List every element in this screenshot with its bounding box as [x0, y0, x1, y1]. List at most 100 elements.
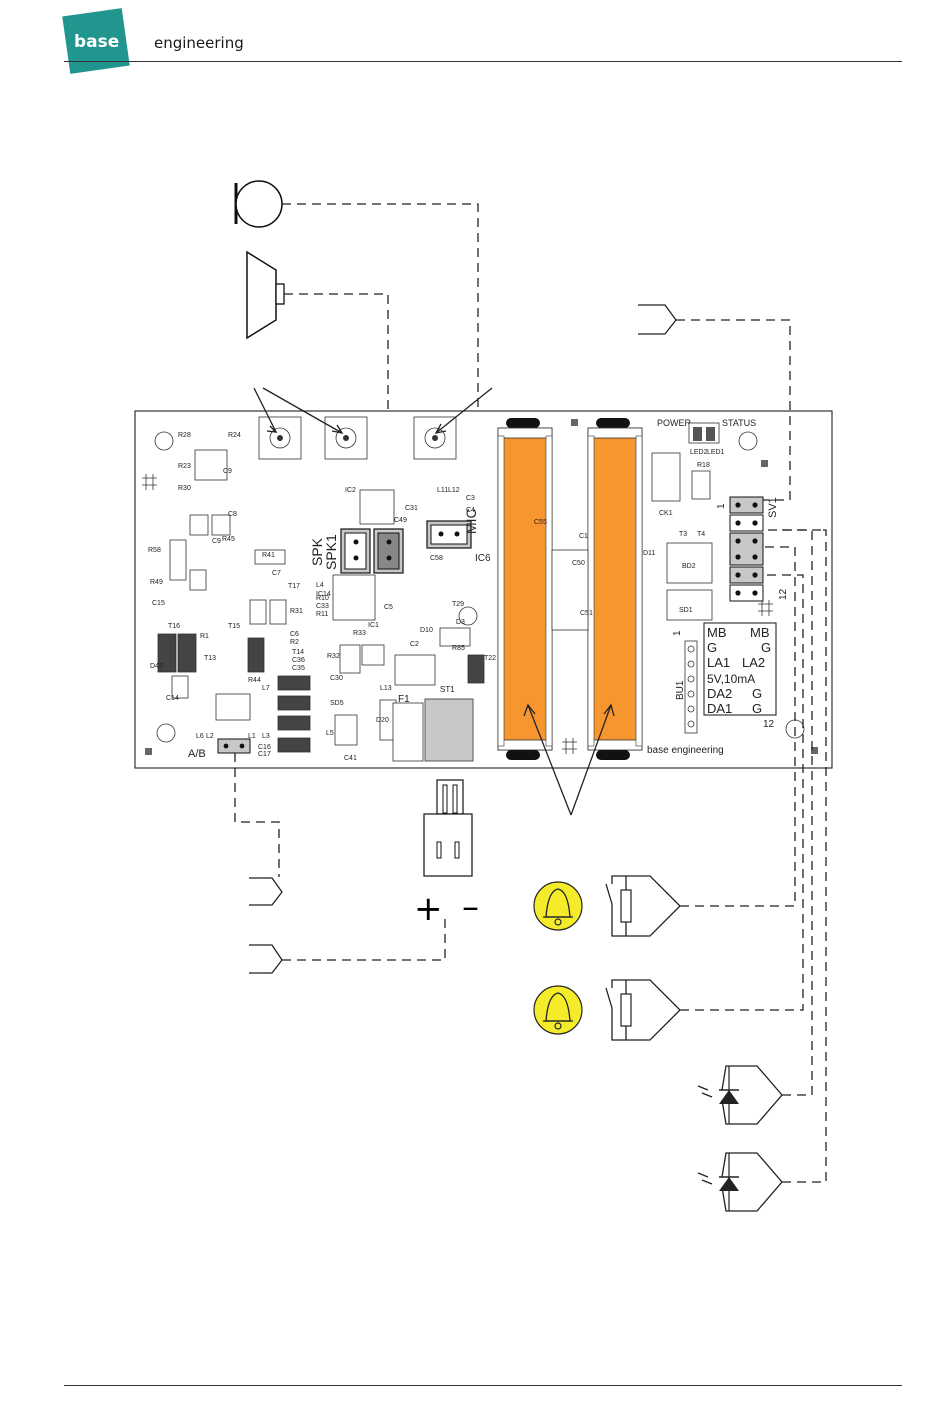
component-label: IC2 — [345, 487, 356, 494]
mounting-hole — [156, 723, 176, 743]
component-label: R85 — [452, 645, 465, 652]
fiducial-mark — [571, 419, 578, 426]
component-label: C9 — [212, 538, 221, 545]
led-2-wire — [782, 529, 827, 1183]
ab-jumper — [217, 738, 251, 754]
header-rule — [64, 61, 902, 62]
component-label: L11 — [437, 487, 448, 494]
component-label: T16 — [168, 623, 180, 630]
terminal-table-text: MB MB G G LA1 LA2 5V,10mA DA2 G DA1 G — [707, 625, 771, 716]
ic6-chip — [551, 549, 589, 631]
svg-text:MB: MB — [707, 625, 727, 640]
component-label: L4 — [316, 582, 324, 589]
component-label: C2 — [410, 641, 419, 648]
component-label: T4 — [697, 531, 705, 538]
component-label: R44 — [248, 677, 261, 684]
component-label: R2 — [290, 639, 299, 646]
push-button-1 — [258, 416, 302, 460]
component-label: T3 — [679, 531, 687, 538]
component-label: R1 — [200, 633, 209, 640]
power-plug — [423, 779, 473, 877]
terminal-pin12: 12 — [763, 719, 775, 730]
component-label: L6 — [196, 733, 204, 740]
component-label: C49 — [394, 517, 407, 524]
component-label: R32 — [327, 653, 340, 660]
component-label: T14 — [292, 649, 304, 656]
component-label: C5 — [384, 604, 393, 611]
bridge-rectifier — [666, 542, 713, 584]
hash-mark — [142, 474, 773, 754]
component-label: L5 — [326, 730, 334, 737]
board-brand: base engineering — [647, 745, 724, 756]
component-label: C4 — [466, 507, 475, 514]
component-label: IC14 — [316, 591, 331, 598]
relay-2-wire — [680, 574, 804, 1011]
mounting-hole — [458, 606, 478, 626]
svg-text:LA2: LA2 — [742, 655, 765, 670]
bu1-label: BU1 — [675, 680, 686, 700]
component-label: T15 — [228, 623, 240, 630]
component-label: C16 — [258, 744, 271, 751]
component-label: R30 — [178, 485, 191, 492]
component-label: C51 — [580, 610, 593, 617]
status-wire — [676, 319, 791, 501]
component-label: L13 — [380, 685, 392, 692]
component-label: R18 — [697, 462, 710, 469]
component-label: C1 — [579, 533, 588, 540]
ab-wire — [234, 753, 280, 877]
left-components — [157, 449, 485, 762]
component-label: R23 — [178, 463, 191, 470]
component-label: L12 — [448, 487, 460, 494]
brand-text: engineering — [154, 34, 244, 52]
battery-2 — [587, 418, 643, 760]
logo-word: base — [74, 32, 120, 52]
led-output-2 — [697, 1152, 783, 1212]
component-label: T22 — [484, 655, 496, 662]
relay-output-2 — [605, 979, 681, 1041]
component-label: C58 — [430, 555, 443, 562]
component-label: C33 — [316, 603, 329, 610]
svg-text:G: G — [761, 640, 771, 655]
component-label: C41 — [344, 755, 357, 762]
component-label: R11 — [316, 611, 328, 618]
svg-text:DA1: DA1 — [707, 701, 732, 716]
component-label: D11 — [643, 550, 655, 557]
component-label: C7 — [272, 570, 281, 577]
fuse-holder — [424, 698, 474, 762]
svg-text:G: G — [752, 686, 762, 701]
component-label: T13 — [204, 655, 216, 662]
status-input-connector — [638, 304, 677, 335]
component-label: L7 — [262, 685, 270, 692]
component-label: D10 — [420, 627, 433, 634]
component-label: CK1 — [659, 510, 673, 517]
svg-text:MB: MB — [750, 625, 770, 640]
component-label: C6 — [290, 631, 299, 638]
component-label: IC1 — [368, 622, 379, 629]
led-output-1 — [697, 1065, 783, 1125]
component-label: R58 — [148, 547, 161, 554]
svg-text:G: G — [707, 640, 717, 655]
component-label: L2 — [206, 733, 214, 740]
component-label: LED2 — [690, 449, 708, 456]
component-label: D43 — [150, 663, 163, 670]
component-label: C15 — [152, 600, 165, 607]
component-label: L1 — [248, 733, 256, 740]
speaker-icon — [246, 250, 285, 340]
plus-sign: + — [414, 889, 443, 929]
component-label: T29 — [452, 601, 464, 608]
spk-label: SPK — [309, 537, 325, 566]
component-label: C50 — [572, 560, 585, 567]
mic-label: MIC — [463, 508, 479, 534]
component-label: C9 — [223, 468, 232, 475]
relay-output-1 — [605, 875, 681, 937]
component-label: R31 — [290, 608, 303, 615]
battery-1 — [497, 418, 553, 760]
sv1-pin12: 12 — [778, 588, 789, 600]
fiducial-mark — [811, 747, 818, 754]
svg-text:5V,10mA: 5V,10mA — [707, 672, 755, 686]
ab-label: A/B — [188, 748, 206, 760]
status-label: STATUS — [722, 418, 756, 428]
component-label: LED1 — [707, 449, 725, 456]
